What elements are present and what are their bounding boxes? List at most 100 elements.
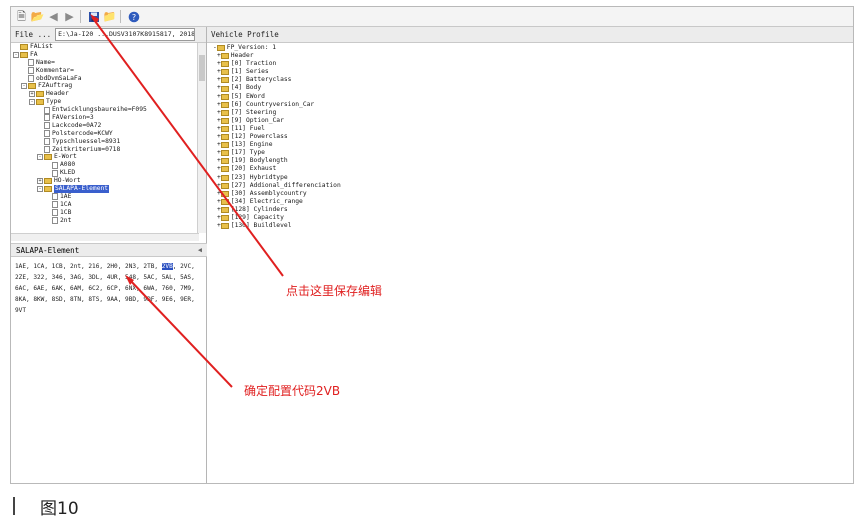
tree-horizontal-scrollbar[interactable] [11, 233, 199, 241]
element-text-editor[interactable]: 1AE, 1CA, 1CB, 2nt, 216, 2H0, 2N3, 2TB, … [15, 261, 199, 316]
fa-tree-label[interactable]: Type [46, 98, 62, 106]
profile-tree-node[interactable]: +[0] Traction [211, 60, 341, 68]
element-code-list[interactable]: 1AE, 1CA, 1CB, 2nt, 216, 2H0, 2N3, 2TB, … [15, 263, 195, 314]
selected-code[interactable]: 2VB [161, 263, 173, 270]
fa-tree-label[interactable]: Name= [36, 58, 55, 66]
fa-tree-node[interactable]: -SALAPA-Element [11, 185, 206, 193]
fa-tree-label[interactable]: Header [46, 90, 69, 98]
profile-tree-node[interactable]: +[6] Countryversion_Car [211, 101, 341, 109]
profile-tree-label[interactable]: [20] Exhaust [230, 165, 277, 173]
scrollbar-thumb[interactable] [199, 55, 205, 81]
new-icon[interactable]: 🗎 [17, 10, 26, 23]
profile-tree-node[interactable]: +[34] Electric_range [211, 198, 341, 206]
fa-tree-node[interactable]: FAList [11, 43, 206, 51]
profile-tree-label[interactable]: [0] Traction [230, 60, 277, 68]
fa-tree-label[interactable]: 1CA [60, 200, 72, 208]
back-icon[interactable]: ◀ [49, 10, 58, 23]
fa-tree-node[interactable]: FAVersion=3 [11, 114, 206, 122]
help-icon[interactable]: ? [126, 9, 141, 24]
fa-tree-label[interactable]: 1CB [60, 208, 72, 216]
fa-tree-node[interactable]: Name= [11, 59, 206, 67]
collapse-icon[interactable]: - [21, 83, 27, 90]
fa-tree-node[interactable]: Polstercode=KCWY [11, 130, 206, 138]
profile-tree-label[interactable]: [12] Powerclass [230, 133, 288, 141]
save-icon[interactable] [86, 9, 101, 24]
file-path-field[interactable]: E:\Ja-I20 ...DUSV3107K8915817, 2018, D4 [55, 28, 196, 41]
fa-tree-node[interactable]: Kommentar= [11, 67, 206, 75]
profile-tree-label[interactable]: [23] Hybridtype [230, 173, 288, 181]
fa-tree-label[interactable]: 1AE [60, 192, 72, 200]
profile-tree-node[interactable]: +[11] Fuel [211, 125, 341, 133]
fa-tree-label[interactable]: E-Wort [54, 153, 77, 161]
tree-vertical-scrollbar[interactable] [197, 43, 206, 233]
profile-tree-label[interactable]: [5] EWord [230, 92, 265, 100]
fa-tree-label[interactable]: 2nt [60, 216, 72, 224]
profile-tree-label[interactable]: [30] Assemblycountry [230, 189, 307, 197]
pin-icon[interactable]: ◀ [197, 246, 202, 254]
fa-tree-node[interactable]: + Header [11, 90, 206, 98]
collapse-icon[interactable]: - [13, 51, 19, 58]
fa-tree-label[interactable]: Lackcode=0A72 [52, 121, 102, 129]
fa-tree-node[interactable]: - Type [11, 98, 206, 106]
collapse-icon[interactable]: - [37, 185, 43, 192]
fa-tree-node[interactable]: Lackcode=0A72 [11, 122, 206, 130]
profile-tree-label[interactable]: [7] Steering [230, 108, 277, 116]
fa-tree-node[interactable]: Typschluessel=8931 [11, 138, 206, 146]
profile-tree-label[interactable]: [19] Bodylength [230, 157, 288, 165]
fa-tree-label[interactable]: Typschluessel=8931 [52, 137, 121, 145]
fa-tree-label[interactable]: FA [30, 50, 38, 58]
collapse-icon[interactable]: - [37, 154, 43, 161]
profile-tree-label[interactable]: [34] Electric_range [230, 197, 303, 205]
profile-tree-label[interactable]: [128] Cylinders [230, 205, 288, 213]
fa-tree-node[interactable]: obdDvmSaLaFa [11, 75, 206, 83]
profile-tree-label[interactable]: FP_Version: 1 [226, 44, 277, 51]
expand-icon[interactable]: + [29, 91, 35, 98]
profile-tree-label[interactable]: [27] Addional_differenciation [230, 181, 341, 189]
expand-icon[interactable]: + [37, 178, 43, 185]
profile-tree-node[interactable]: +[23] Hybridtype [211, 174, 341, 182]
profile-tree-node[interactable]: +[128] Cylinders [211, 206, 341, 214]
fa-tree-label[interactable]: FZAuftrag [38, 82, 73, 90]
vehicle-profile-tree[interactable]: -FP_Version: 1+Header+[0] Traction+[1] S… [211, 44, 341, 230]
profile-tree-node[interactable]: +[4] Body [211, 84, 341, 92]
fa-tree-label[interactable]: obdDvmSaLaFa [36, 74, 82, 82]
profile-tree-label[interactable]: [13] Engine [230, 141, 273, 149]
profile-tree-label[interactable]: [1] Series [230, 68, 269, 76]
fa-tree-node[interactable]: - E-Wort [11, 153, 206, 161]
profile-tree-node[interactable]: +[5] EWord [211, 93, 341, 101]
profile-tree-node[interactable]: +[7] Steering [211, 109, 341, 117]
fa-tree-node[interactable]: + HO-Wort [11, 177, 206, 185]
fa-tree-label[interactable]: Entwicklungsbaureihe=F095 [52, 106, 147, 114]
forward-icon[interactable]: ▶ [65, 10, 74, 23]
profile-tree-label[interactable]: [2] Batteryclass [230, 76, 292, 84]
fa-tree-node[interactable]: - FZAuftrag [11, 82, 206, 90]
profile-tree-label[interactable]: [130] Buildlevel [230, 222, 292, 230]
profile-tree-label[interactable]: [17] Type [230, 149, 265, 157]
fa-tree-label[interactable]: Polstercode=KCWY [52, 129, 113, 137]
profile-tree-label[interactable]: [4] Body [230, 84, 262, 92]
fa-tree-node[interactable]: 1CB [11, 209, 206, 217]
profile-tree-node[interactable]: +Header [211, 52, 341, 60]
fa-tree-node[interactable]: 1CA [11, 201, 206, 209]
profile-tree-node[interactable]: +[13] Engine [211, 141, 341, 149]
collapse-icon[interactable]: - [29, 99, 35, 106]
profile-tree-node[interactable]: +[12] Powerclass [211, 133, 341, 141]
profile-tree-node[interactable]: +[19] Bodylength [211, 157, 341, 165]
fa-tree-label[interactable]: HO-Wort [54, 177, 81, 185]
fa-tree-label[interactable]: A080 [60, 161, 76, 169]
profile-tree-node[interactable]: +[27] Addional_differenciation [211, 182, 341, 190]
fa-tree-node[interactable]: A080 [11, 161, 206, 169]
fa-tree-label[interactable]: KLED [60, 169, 76, 177]
profile-tree-label[interactable]: [11] Fuel [230, 124, 265, 132]
open-icon[interactable]: 📂 [30, 10, 45, 23]
fa-tree-label[interactable]: Zeitkriterium=0718 [52, 145, 121, 153]
profile-tree-label[interactable]: [129] Capacity [230, 213, 284, 221]
fa-tree-node[interactable]: 1AE [11, 193, 206, 201]
profile-tree-node[interactable]: +[20] Exhaust [211, 165, 341, 173]
profile-tree-label[interactable]: [9] Option_Car [230, 116, 284, 124]
profile-tree-node[interactable]: +[30] Assemblycountry [211, 190, 341, 198]
profile-tree-node[interactable]: +[2] Batteryclass [211, 76, 341, 84]
profile-tree-label[interactable]: Header [230, 52, 254, 60]
fa-tree-node[interactable]: KLED [11, 169, 206, 177]
